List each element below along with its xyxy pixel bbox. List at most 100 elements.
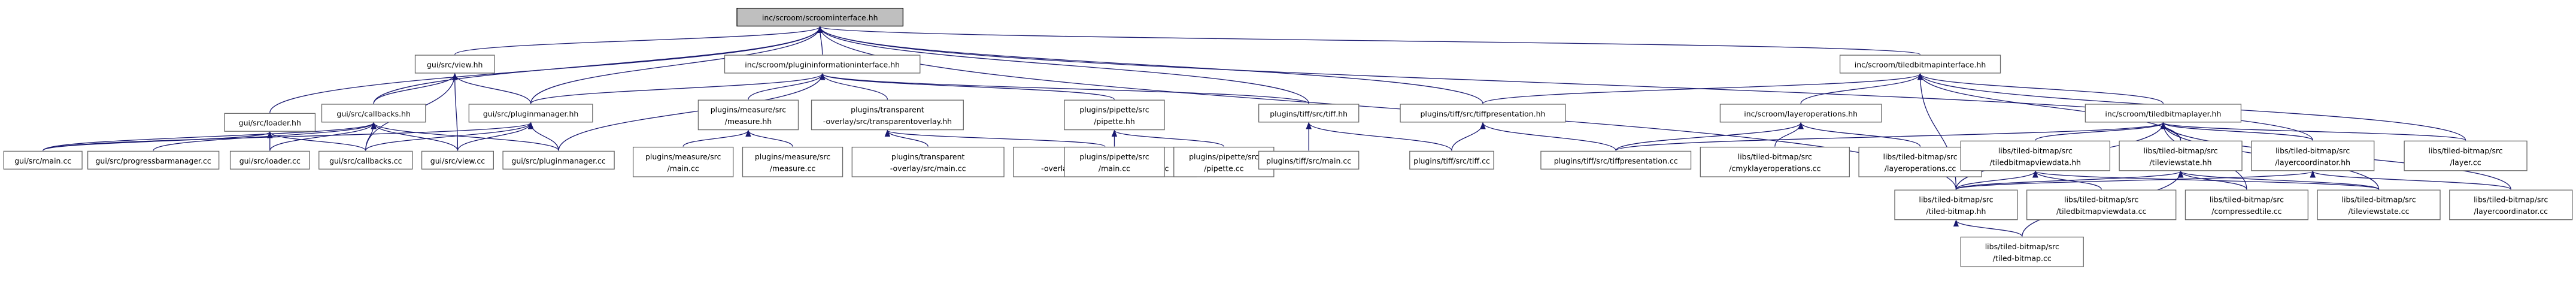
file-node-tiledbitmapinterface-hh[interactable]: inc/scroom/tiledbitmapinterface.hh	[1839, 55, 2001, 74]
file-node-callbacks-hh[interactable]: gui/src/callbacks.hh	[321, 104, 426, 123]
file-node-pipette-hh[interactable]: plugins/pipette/src/pipette.hh	[1064, 99, 1165, 131]
file-node-transparentoverlay-main-cc[interactable]: plugins/transparent -overlay/src/main.cc	[851, 146, 1005, 177]
dependency-edge	[745, 129, 793, 147]
file-node-tiff-cc[interactable]: plugins/tiff/src/tiff.cc	[1409, 150, 1494, 170]
dependency-edge	[373, 26, 823, 104]
file-node-label: /layer.cc	[2450, 158, 2481, 167]
file-node-label: /tiledbitmapviewdata.cc	[2056, 207, 2147, 216]
file-node-layercoordinator-hh[interactable]: libs/tiled-bitmap/src/layercoordinator.h…	[2251, 140, 2375, 171]
file-node-tiledbitmaplayer-hh[interactable]: inc/scroom/tiledbitmaplayer.hh	[2085, 104, 2242, 123]
file-node-measure-hh[interactable]: plugins/measure/src/measure.hh	[697, 99, 799, 131]
file-node-label: plugins/tiff/src/tiff.hh	[1270, 109, 1348, 118]
dependency-edge	[1800, 72, 1923, 104]
file-node-tiledbitmapviewdata-cc[interactable]: libs/tiled-bitmap/src/tiledbitmapviewdat…	[2026, 189, 2177, 220]
dependency-edge	[885, 129, 1106, 147]
file-node-label: /compressedtile.cc	[2211, 207, 2281, 216]
dependency-edge	[820, 72, 1115, 100]
file-node-label: inc/scroom/tiledbitmaplayer.hh	[2105, 109, 2221, 118]
file-node-tileviewstate-cc[interactable]: libs/tiled-bitmap/src/tileviewstate.cc	[2317, 189, 2441, 220]
file-node-label: /tiledbitmapviewdata.hh	[1990, 158, 2082, 167]
file-node-label: /layercoordinator.cc	[2474, 207, 2548, 216]
file-node-label: gui/src/view.cc	[430, 156, 485, 165]
file-node-view-cc[interactable]: gui/src/view.cc	[421, 150, 494, 170]
file-node-tiledbitmapviewdata-hh[interactable]: libs/tiled-bitmap/src/tiledbitmapviewdat…	[1960, 140, 2111, 171]
file-node-box	[1700, 146, 1850, 177]
file-node-label: -overlay/src/main.cc	[890, 164, 966, 173]
file-node-label: libs/tiled-bitmap/src	[1919, 195, 1993, 204]
file-node-compressedtile-cc[interactable]: libs/tiled-bitmap/src/compressedtile.cc	[2184, 189, 2309, 220]
file-node-loader-hh[interactable]: gui/src/loader.hh	[224, 113, 316, 132]
file-node-label: libs/tiled-bitmap/src	[2429, 146, 2503, 155]
dependency-edge	[2177, 170, 2247, 190]
file-node-box	[224, 113, 316, 132]
dependency-edge	[2160, 122, 2313, 141]
dependency-edge	[365, 122, 534, 151]
file-node-tiffpresentation-cc[interactable]: plugins/tiff/src/tiffpresentation.cc	[1540, 150, 1692, 170]
dependency-edge	[527, 122, 559, 151]
file-node-label: /layeroperations.cc	[1885, 164, 1956, 173]
file-node-scroominterface[interactable]: inc/scroom/scroominterface.hh	[736, 7, 904, 27]
file-node-label: gui/src/pluginmanager.cc	[511, 156, 606, 165]
dependency-edge	[269, 122, 377, 151]
file-node-label: gui/src/loader.hh	[239, 119, 301, 128]
file-node-measure-cc[interactable]: plugins/measure/src/measure.cc	[742, 146, 844, 177]
dependency-edge	[371, 122, 459, 151]
file-node-label: /measure.cc	[770, 164, 816, 173]
file-node-box	[2085, 104, 2242, 123]
file-node-label: libs/tiled-bitmap/src	[1883, 152, 1957, 161]
file-node-layeroperations-hh[interactable]: inc/scroom/layeroperations.hh	[1719, 104, 1882, 123]
file-node-progressbarmanager-cc[interactable]: gui/src/progressbarmanager.cc	[87, 150, 220, 170]
file-node-layer-cc[interactable]: libs/tiled-bitmap/src/layer.cc	[2404, 140, 2528, 171]
file-node-main-cc[interactable]: gui/src/main.cc	[3, 150, 83, 170]
dependency-edge	[1451, 122, 1486, 151]
file-node-label: /main.cc	[667, 164, 699, 173]
file-node-pipette-cc[interactable]: plugins/pipette/src/pipette.cc	[1173, 146, 1275, 177]
dependency-edge	[454, 26, 823, 55]
file-node-label: /pipette.cc	[1204, 164, 1244, 173]
file-node-callbacks-cc[interactable]: gui/src/callbacks.cc	[318, 150, 413, 170]
dependency-edge	[682, 129, 751, 147]
file-node-label: plugins/pipette/src	[1079, 152, 1149, 161]
file-node-tiled-bitmap-cc[interactable]: libs/tiled-bitmap/src/tiled-bitmap.cc	[1960, 237, 2084, 267]
file-node-box	[697, 99, 799, 131]
file-node-tiled-bitmap-hh[interactable]: libs/tiled-bitmap/src/tiled-bitmap.hh	[1894, 189, 2018, 220]
file-node-plugininformation-hh[interactable]: inc/scroom/plugininformationinterface.hh	[724, 55, 921, 74]
file-node-label: /tiled-bitmap.cc	[1993, 254, 2052, 263]
file-node-label: plugins/measure/src	[711, 105, 786, 114]
file-node-label: libs/tiled-bitmap/src	[2144, 146, 2218, 155]
file-node-loader-cc[interactable]: gui/src/loader.cc	[229, 150, 310, 170]
file-node-label: gui/src/progressbarmanager.cc	[96, 156, 211, 165]
file-node-cmyklayeroperations-cc[interactable]: libs/tiled-bitmap/src/cmyklayeroperation…	[1700, 146, 1850, 177]
file-node-box	[1719, 104, 1882, 123]
file-node-box	[2317, 189, 2441, 220]
dependency-edge	[43, 122, 377, 151]
file-node-pipette-main-cc[interactable]: plugins/pipette/src/main.cc	[1064, 146, 1165, 177]
file-node-measure-main-cc[interactable]: plugins/measure/src/main.cc	[632, 146, 734, 177]
file-node-pluginmanager-hh[interactable]: gui/src/pluginmanager.hh	[468, 104, 593, 123]
file-node-label: libs/tiled-bitmap/src	[1985, 242, 2059, 251]
file-node-box	[2184, 189, 2309, 220]
file-node-tiffpresentation-hh[interactable]: plugins/tiff/src/tiffpresentation.hh	[1400, 104, 1566, 123]
file-node-box	[724, 55, 921, 74]
file-node-box	[1173, 146, 1275, 177]
file-node-box	[414, 55, 495, 74]
file-node-label: plugins/tiff/src/tiffpresentation.cc	[1554, 156, 1678, 165]
file-node-tiff-main-cc[interactable]: plugins/tiff/src/main.cc	[1258, 150, 1360, 170]
file-node-pluginmanager-cc[interactable]: gui/src/pluginmanager.cc	[502, 150, 615, 170]
file-node-box	[1400, 104, 1566, 123]
dependency-edge	[1798, 122, 1921, 147]
file-node-label: plugins/transparent	[891, 152, 965, 161]
dependency-edge	[530, 72, 826, 104]
file-node-box	[318, 150, 413, 170]
file-node-tiff-hh[interactable]: plugins/tiff/src/tiff.hh	[1258, 104, 1360, 123]
file-node-tileviewstate-hh[interactable]: libs/tiled-bitmap/src/tileviewstate.hh	[2119, 140, 2243, 171]
dependency-edge	[1111, 129, 1224, 147]
file-node-view-hh[interactable]: gui/src/view.hh	[414, 55, 495, 74]
dependency-edge	[530, 26, 823, 104]
file-node-layercoordinator-cc[interactable]: libs/tiled-bitmap/src/layercoordinator.c…	[2449, 189, 2573, 220]
file-node-transparentoverlay-hh[interactable]: plugins/transparent-overlay/src/transpar…	[811, 99, 964, 131]
dependency-edge	[1955, 170, 2316, 190]
dependency-edges	[43, 26, 2511, 237]
file-node-label: inc/scroom/layeroperations.hh	[1744, 109, 1858, 118]
